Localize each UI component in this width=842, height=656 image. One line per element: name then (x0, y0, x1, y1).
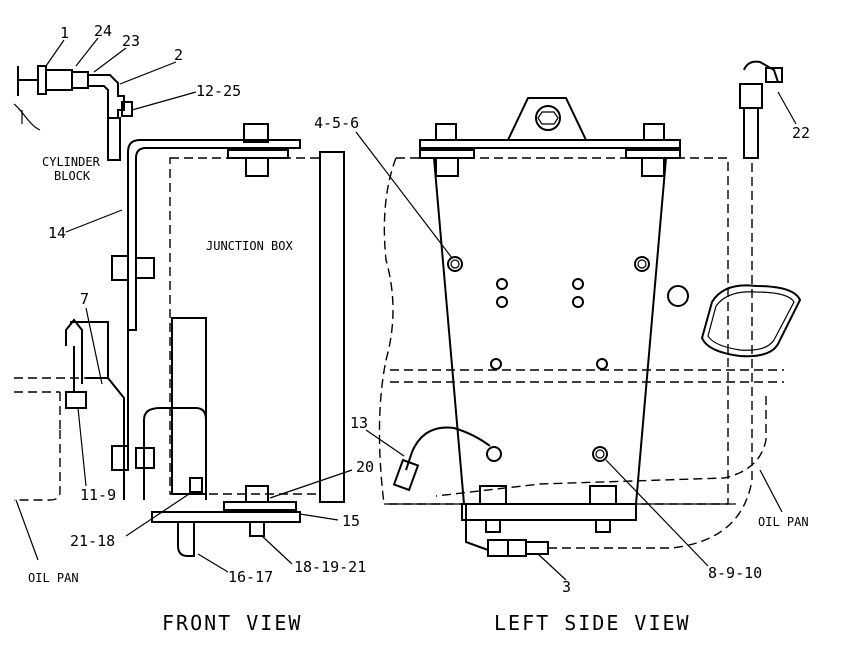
callout-1: 1 (60, 24, 69, 42)
left-side-view-title: LEFT SIDE VIEW (494, 611, 691, 635)
callout-2: 2 (174, 46, 183, 64)
callout-3: 3 (562, 578, 571, 596)
callout-18-19-21: 18-19-21 (294, 558, 366, 576)
callout-22: 22 (792, 124, 810, 142)
callout-7: 7 (80, 290, 89, 308)
oil-pan-left-label: OIL PAN (28, 571, 79, 585)
oil-pan-right-label: OIL PAN (758, 515, 809, 529)
callout-11-9: 11-9 (80, 486, 116, 504)
front-view-title: FRONT VIEW (162, 611, 302, 635)
callout-16-17: 16-17 (228, 568, 273, 586)
callout-21-18: 21-18 (70, 532, 115, 550)
callout-8-9-10: 8-9-10 (708, 564, 762, 582)
front-view: 1 24 23 2 12-25 CYLINDER BLOCK 14 JUNCTI… (13, 22, 374, 635)
callout-14: 14 (48, 224, 66, 242)
left-side-view: 4-5-6 13 3 8-9-10 OIL PAN 22 LEFT SIDE V… (314, 60, 810, 635)
callout-12-25: 12-25 (196, 82, 241, 100)
junction-box-label: JUNCTION BOX (206, 239, 293, 253)
callout-24: 24 (94, 22, 112, 40)
callout-23: 23 (122, 32, 140, 50)
callout-13: 13 (350, 414, 368, 432)
block-label: BLOCK (54, 169, 91, 183)
cylinder-label: CYLINDER (42, 155, 101, 169)
callout-20: 20 (356, 458, 374, 476)
callout-4-5-6: 4-5-6 (314, 114, 359, 132)
callout-15: 15 (342, 512, 360, 530)
